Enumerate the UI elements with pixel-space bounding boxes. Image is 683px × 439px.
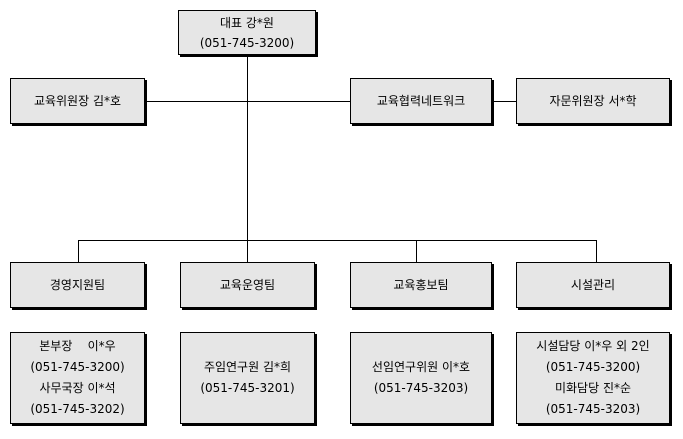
members-box-operations: 주임연구원 김*희 (051-745-3201) (180, 332, 315, 424)
members-box-management: 본부장 이*우 (051-745-3200) 사무국장 이*석 (051-745… (10, 332, 145, 424)
team-name: 교육운영팀 (219, 277, 276, 292)
team-box-management: 경영지원팀 (10, 262, 145, 308)
team-name: 시설관리 (570, 277, 616, 292)
member-line: 사무국장 이*석 (39, 381, 116, 395)
team-box-operations: 교육운영팀 (180, 262, 315, 308)
team-name: 교육홍보팀 (393, 277, 449, 292)
member-line: 시설담당 이*우 외 2인 (536, 339, 650, 353)
members-box-promotion: 선임연구위원 이*호 (051-745-3203) (350, 332, 492, 424)
member-line: (051-745-3202) (30, 402, 125, 416)
network-box: 교육협력네트워크 (350, 78, 492, 124)
advisory-chair-box: 자문위원장 서*학 (516, 78, 670, 124)
team-box-facilities: 시설관리 (516, 262, 670, 308)
connector-team3-drop (416, 240, 417, 262)
member-line: (051-745-3203) (545, 402, 641, 416)
members-box-facilities: 시설담당 이*우 외 2인 (051-745-3200) 미화담당 진*순 (0… (516, 332, 670, 424)
connector-teams-horizontal (78, 240, 597, 241)
ceo-phone: (051-745-3200) (199, 35, 295, 50)
connector-team2-drop (247, 240, 248, 262)
team-box-promotion: 교육홍보팀 (350, 262, 492, 308)
member-line: (051-745-3200) (30, 360, 125, 374)
connector-middle-horizontal (145, 101, 350, 102)
member-line: 미화담당 진*순 (554, 381, 632, 395)
committee-chair-box: 교육위원장 김*호 (10, 78, 145, 124)
connector-team4-drop (596, 240, 597, 262)
member-line: (051-745-3201) (200, 381, 295, 395)
team-name: 경영지원팀 (49, 277, 106, 292)
connector-ceo-down (247, 55, 248, 241)
member-line: (051-745-3200) (545, 360, 641, 374)
connector-network-advisory (492, 101, 516, 102)
advisory-chair-label: 자문위원장 서*학 (549, 93, 637, 108)
ceo-box: 대표 강*원 (051-745-3200) (178, 10, 316, 55)
connector-team1-drop (78, 240, 79, 262)
member-line: 주임연구원 김*희 (203, 360, 292, 374)
member-line: 본부장 이*우 (39, 339, 116, 353)
committee-chair-label: 교육위원장 김*호 (33, 93, 122, 108)
ceo-name: 대표 강*원 (220, 15, 274, 30)
network-label: 교육협력네트워크 (376, 93, 466, 108)
member-line: (051-745-3203) (373, 381, 469, 395)
member-line: 선임연구위원 이*호 (371, 360, 471, 374)
